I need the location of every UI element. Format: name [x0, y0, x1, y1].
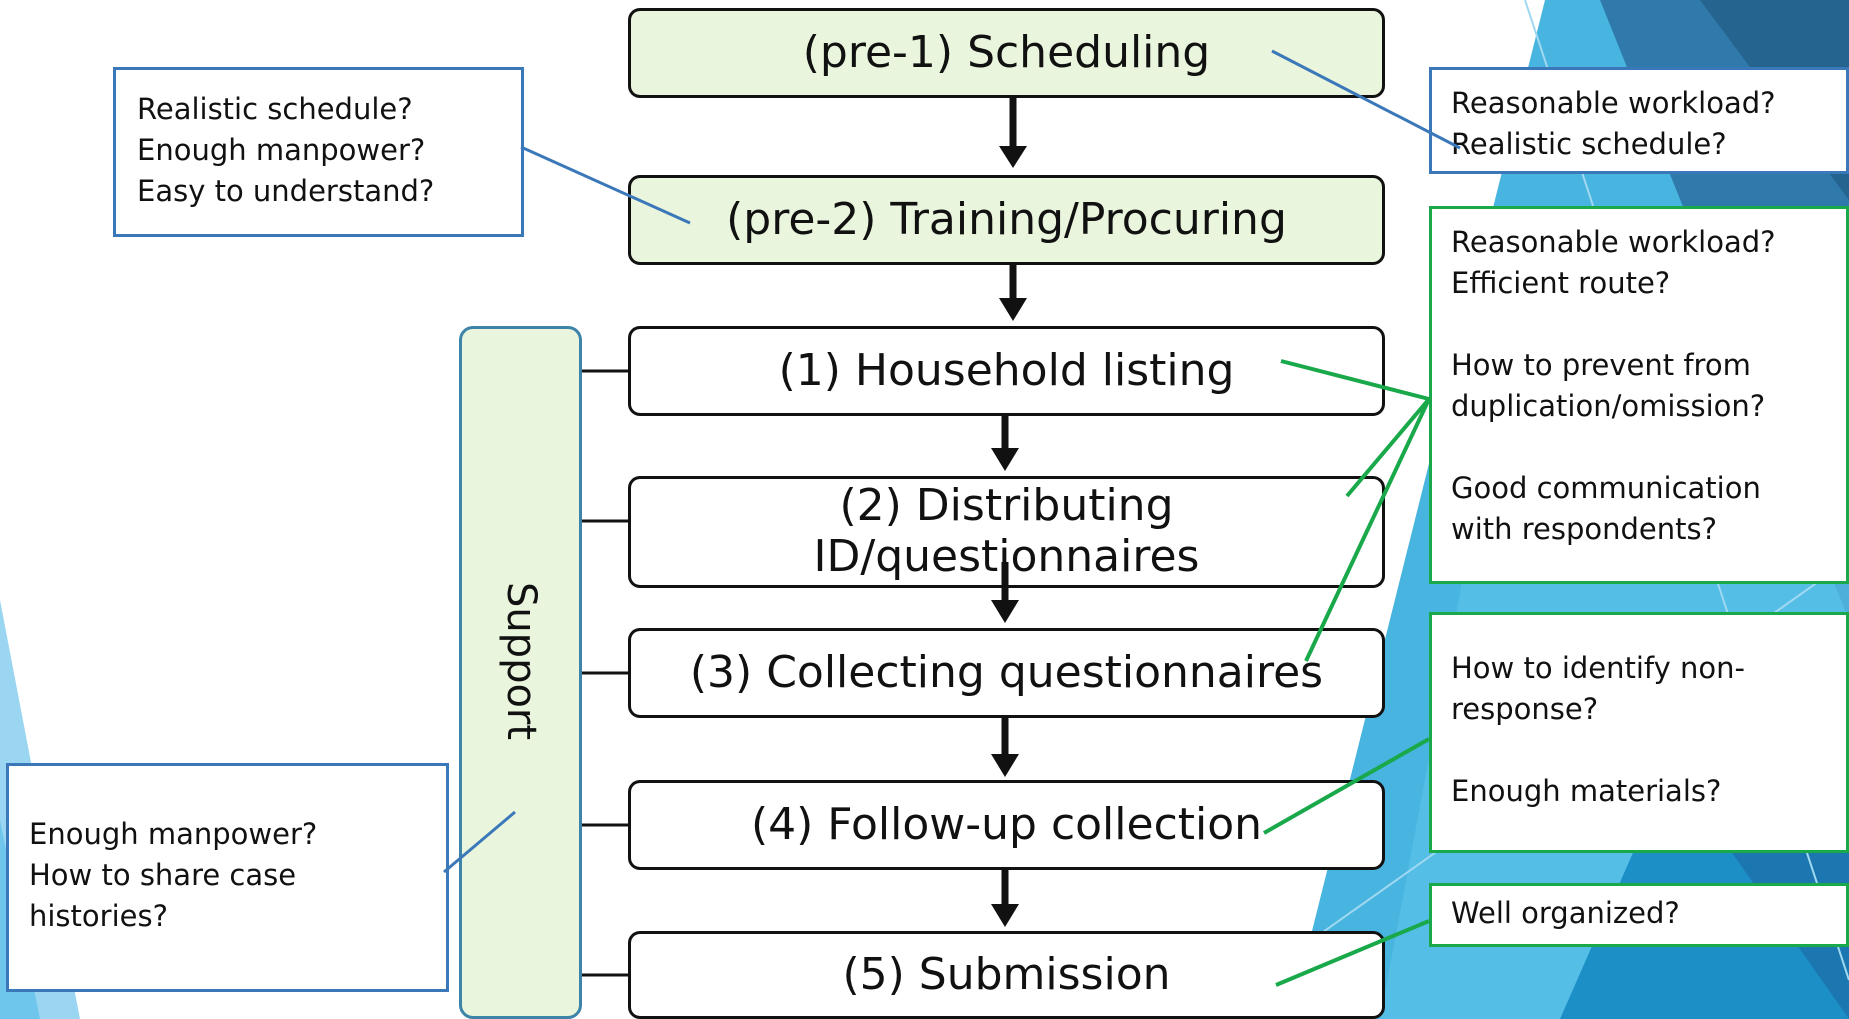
step-label: (pre-1) Scheduling — [802, 26, 1211, 78]
note-line: Reasonable workload? — [1451, 225, 1776, 259]
note-line: Reasonable workload? — [1451, 86, 1776, 120]
note-right-4: Well organized? — [1429, 883, 1849, 947]
note-line: Realistic schedule? — [1451, 127, 1727, 161]
step-label: (1) Household listing — [778, 344, 1235, 396]
note-line: histories? — [29, 899, 168, 933]
note-line: Enough materials? — [1451, 774, 1722, 808]
note-line: How to identify non- — [1451, 651, 1745, 685]
step-collecting-questionnaires: (3) Collecting questionnaires — [628, 628, 1385, 718]
note-left-top: Realistic schedule? Enough manpower? Eas… — [113, 67, 524, 237]
note-line: Enough manpower? — [137, 133, 426, 167]
note-line: with respondents? — [1451, 512, 1718, 546]
step-training-procuring: (pre-2) Training/Procuring — [628, 175, 1385, 265]
note-line: Efficient route? — [1451, 266, 1671, 300]
note-left-bottom: Enough manpower? How to share case histo… — [6, 763, 449, 992]
note-right-2: Reasonable workload? Efficient route? Ho… — [1429, 206, 1849, 584]
note-line: duplication/omission? — [1451, 389, 1766, 423]
step-submission: (5) Submission — [628, 931, 1385, 1019]
step-label: (5) Submission — [842, 948, 1171, 1000]
step-label: (pre-2) Training/Procuring — [726, 193, 1287, 245]
note-right-1: Reasonable workload? Realistic schedule? — [1429, 67, 1849, 174]
note-line: response? — [1451, 692, 1599, 726]
note-line: Well organized? — [1451, 896, 1680, 930]
note-line: Good communication — [1451, 471, 1761, 505]
support-label: Support — [497, 581, 544, 741]
note-line: Easy to understand? — [137, 174, 435, 208]
step-label: (3) Collecting questionnaires — [689, 646, 1324, 698]
step-label: (4) Follow-up collection — [750, 798, 1263, 850]
note-line: Realistic schedule? — [137, 92, 413, 126]
note-right-3: How to identify non- response? Enough ma… — [1429, 612, 1849, 853]
step-distributing-id-questionnaires: (2) Distributing ID/questionnaires — [628, 476, 1385, 588]
step-scheduling: (pre-1) Scheduling — [628, 8, 1385, 98]
step-household-listing: (1) Household listing — [628, 326, 1385, 416]
note-line: Enough manpower? — [29, 817, 318, 851]
note-line: How to prevent from — [1451, 348, 1751, 382]
step-follow-up-collection: (4) Follow-up collection — [628, 780, 1385, 870]
note-line: How to share case — [29, 858, 297, 892]
step-label: (2) Distributing ID/questionnaires — [813, 480, 1200, 582]
support-bar: Support — [459, 326, 582, 1019]
